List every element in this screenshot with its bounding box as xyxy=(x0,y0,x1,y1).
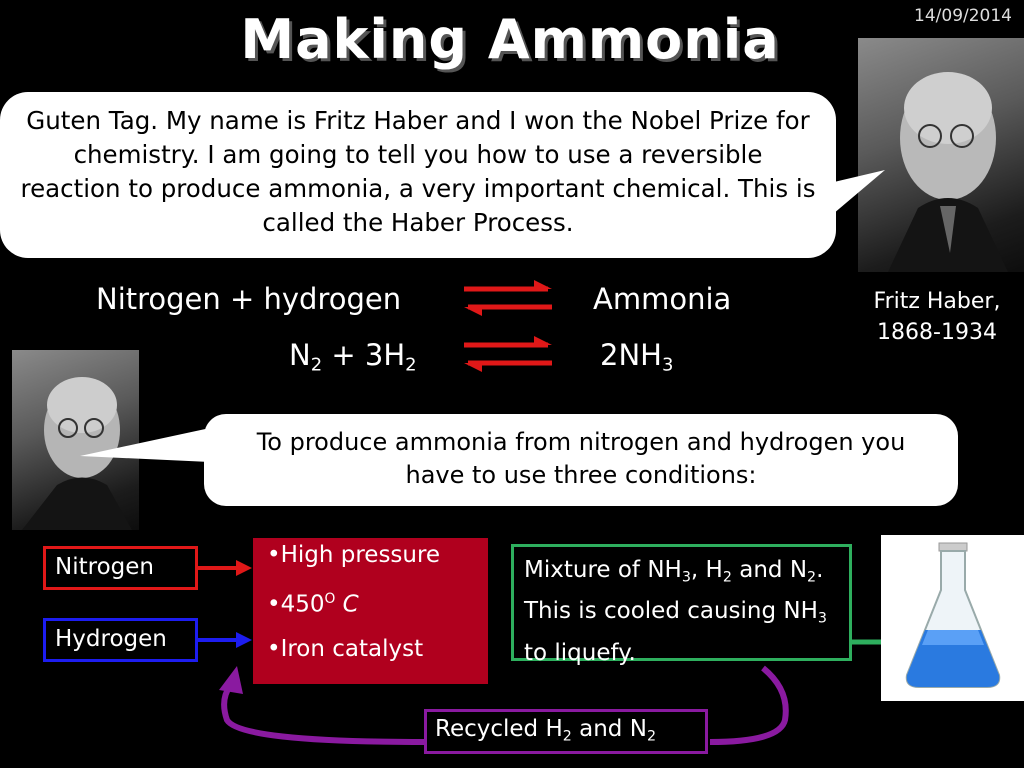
hydrogen-arrow-icon xyxy=(198,632,252,648)
mixture-box: Mixture of NH3, H2 and N2. This is coole… xyxy=(511,544,852,666)
condition-temperature: •450O C xyxy=(267,591,359,618)
nitrogen-input-box: Nitrogen xyxy=(43,546,198,590)
symbol-equation-product: 2NH3 xyxy=(600,338,674,376)
slide-date: 14/09/2014 xyxy=(914,6,1012,26)
speech-bubble-intro: Guten Tag. My name is Fritz Haber and I … xyxy=(0,92,836,258)
portrait-caption: Fritz Haber, 1868-1934 xyxy=(852,286,1022,348)
flask-panel xyxy=(881,535,1024,701)
recycle-loop-arrow-icon xyxy=(219,665,789,745)
portrait-figure xyxy=(888,72,1008,272)
condition-pressure: •High pressure xyxy=(267,542,441,568)
speech-bubble-conditions: To produce ammonia from nitrogen and hyd… xyxy=(204,414,958,506)
page-title: Making Ammonia xyxy=(240,8,780,71)
equilibrium-arrows-icon xyxy=(464,280,552,316)
conditions-box: •High pressure •450O C •Iron catalyst xyxy=(253,538,488,684)
portrait-photo-small xyxy=(12,350,139,530)
portrait-photo xyxy=(858,38,1024,272)
speech-bubble-tail xyxy=(80,428,210,462)
hydrogen-input-box: Hydrogen xyxy=(43,618,198,662)
conical-flask-icon xyxy=(905,542,1001,688)
recycled-gases-box: Recycled H2 and N2 xyxy=(424,709,708,754)
word-equation-product: Ammonia xyxy=(593,282,732,316)
equilibrium-arrows-icon xyxy=(464,336,552,372)
symbol-equation-reactants: N2 + 3H2 xyxy=(289,338,417,376)
nitrogen-arrow-icon xyxy=(198,560,252,576)
caption-years: 1868-1934 xyxy=(877,320,997,345)
condition-catalyst: •Iron catalyst xyxy=(267,635,424,662)
caption-name: Fritz Haber, xyxy=(873,289,1001,314)
word-equation-reactants: Nitrogen + hydrogen xyxy=(96,282,402,316)
